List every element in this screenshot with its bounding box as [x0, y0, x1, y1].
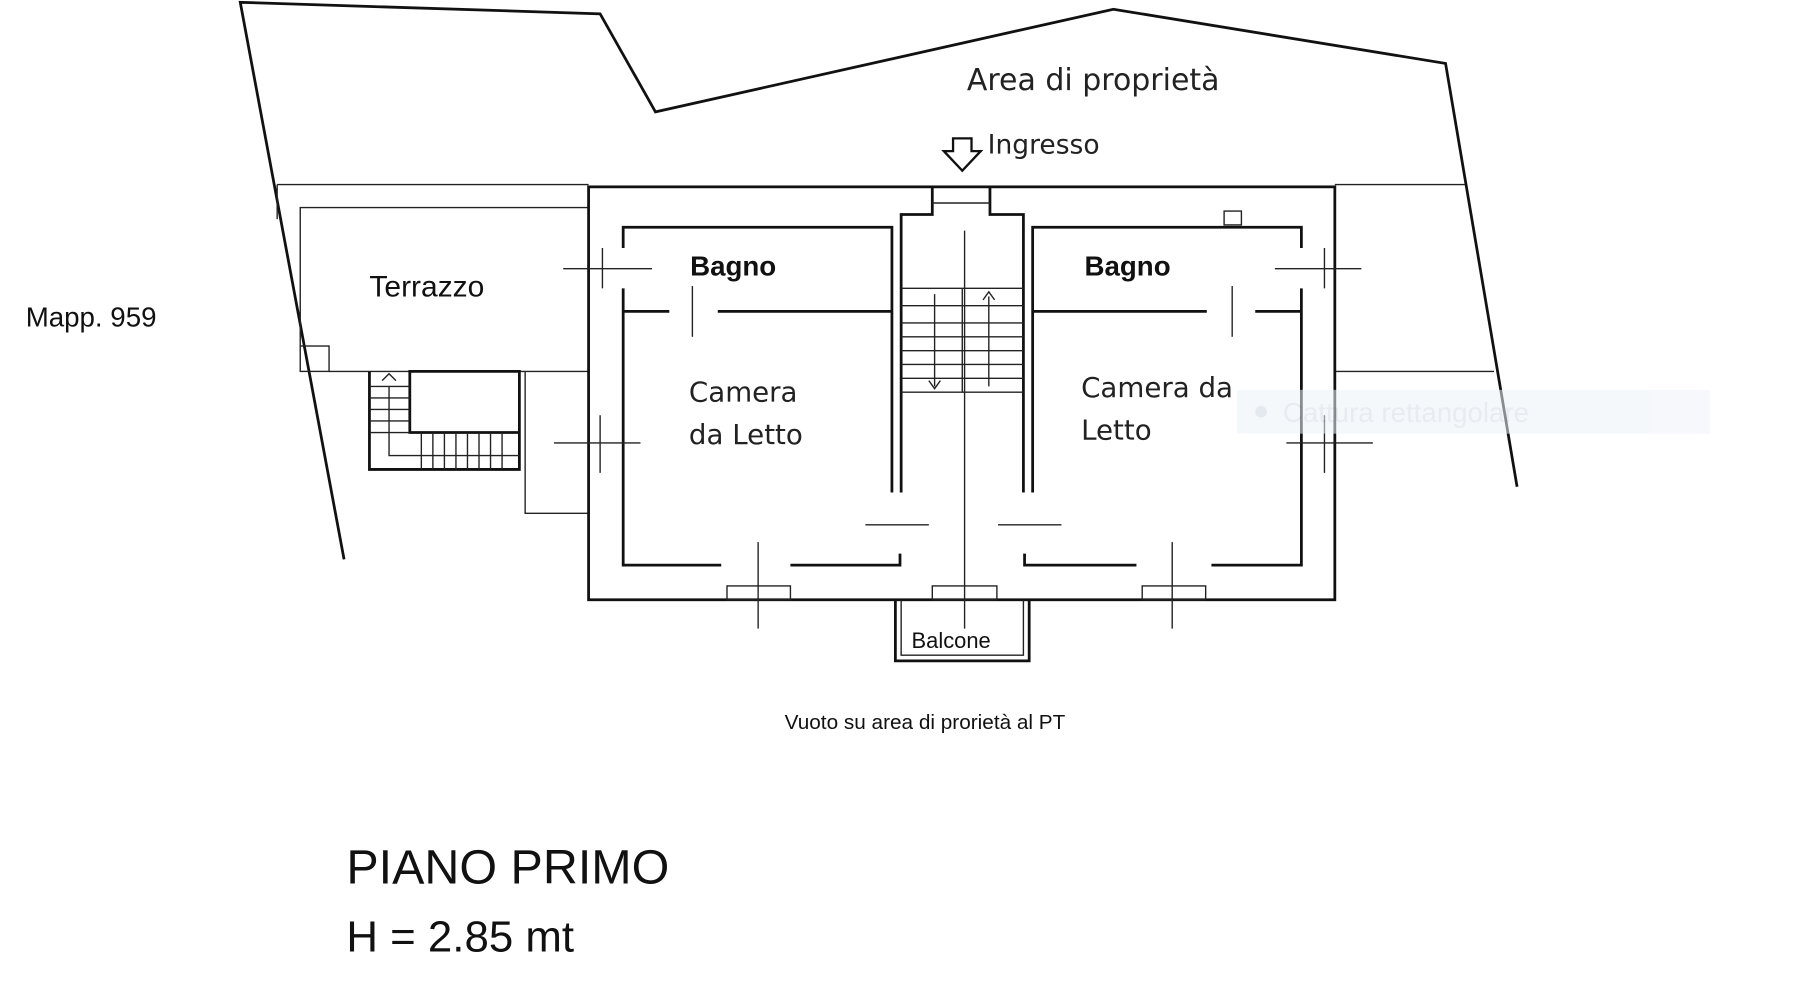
terrace-label: Terrazzo: [369, 270, 484, 303]
dot-icon: [1255, 405, 1267, 418]
floor-title: PIANO PRIMO: [346, 841, 669, 895]
bedroom-right-label-1: Camera da: [1081, 371, 1233, 404]
interior-stairs: [901, 287, 1024, 393]
tooltip-text: Cattura rettangolare: [1283, 397, 1529, 428]
floor-height: H = 2.85 mt: [346, 913, 574, 962]
balcony: [894, 599, 1031, 663]
bedroom-left-label-2: da Letto: [689, 418, 803, 451]
external-stairs: [369, 372, 520, 470]
parcel-label: Mapp. 959: [26, 301, 157, 332]
terrace-area: [276, 184, 589, 514]
windows: [553, 230, 1373, 629]
bedroom-left-label-1: Camera: [689, 375, 798, 408]
bedroom-right-label-2: Letto: [1081, 413, 1152, 446]
void-note: Vuoto su area di prorietà al PT: [785, 711, 1066, 734]
property-boundary: [238, 0, 1519, 560]
balcony-label: Balcone: [912, 628, 991, 653]
bath-right-label: Bagno: [1085, 251, 1171, 282]
area-label: Area di proprietà: [967, 63, 1220, 98]
entrance-arrow-icon: [941, 137, 984, 173]
bath-left-label: Bagno: [690, 251, 776, 282]
chimney-icon: [1223, 210, 1243, 226]
building-walls: [553, 185, 1373, 663]
entrance-label: Ingresso: [988, 129, 1100, 160]
snip-tooltip: Cattura rettangolare: [1236, 389, 1710, 434]
